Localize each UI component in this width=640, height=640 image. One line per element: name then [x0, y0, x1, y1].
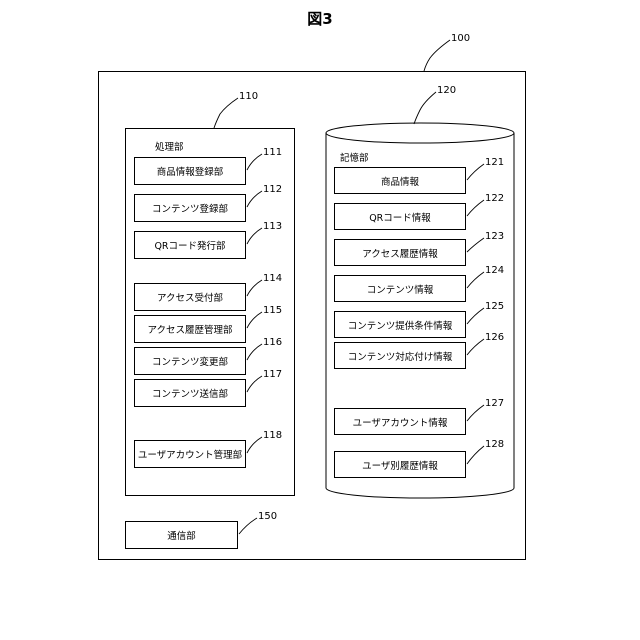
ref-113: 113	[263, 221, 282, 232]
ref-121: 121	[485, 157, 504, 168]
ref-111: 111	[263, 147, 282, 158]
ref-150: 150	[258, 511, 277, 522]
ref-127: 127	[485, 398, 504, 409]
ref-120: 120	[437, 85, 456, 96]
ref-124: 124	[485, 265, 504, 276]
ref-123: 123	[485, 231, 504, 242]
ref-100: 100	[451, 33, 470, 44]
ref-125: 125	[485, 301, 504, 312]
ref-128: 128	[485, 439, 504, 450]
ref-116: 116	[263, 337, 282, 348]
ref-122: 122	[485, 193, 504, 204]
ref-115: 115	[263, 305, 282, 316]
ref-118: 118	[263, 430, 282, 441]
ref-110: 110	[239, 91, 258, 102]
ref-117: 117	[263, 369, 282, 380]
ref-126: 126	[485, 332, 504, 343]
ref-112: 112	[263, 184, 282, 195]
ref-114: 114	[263, 273, 282, 284]
